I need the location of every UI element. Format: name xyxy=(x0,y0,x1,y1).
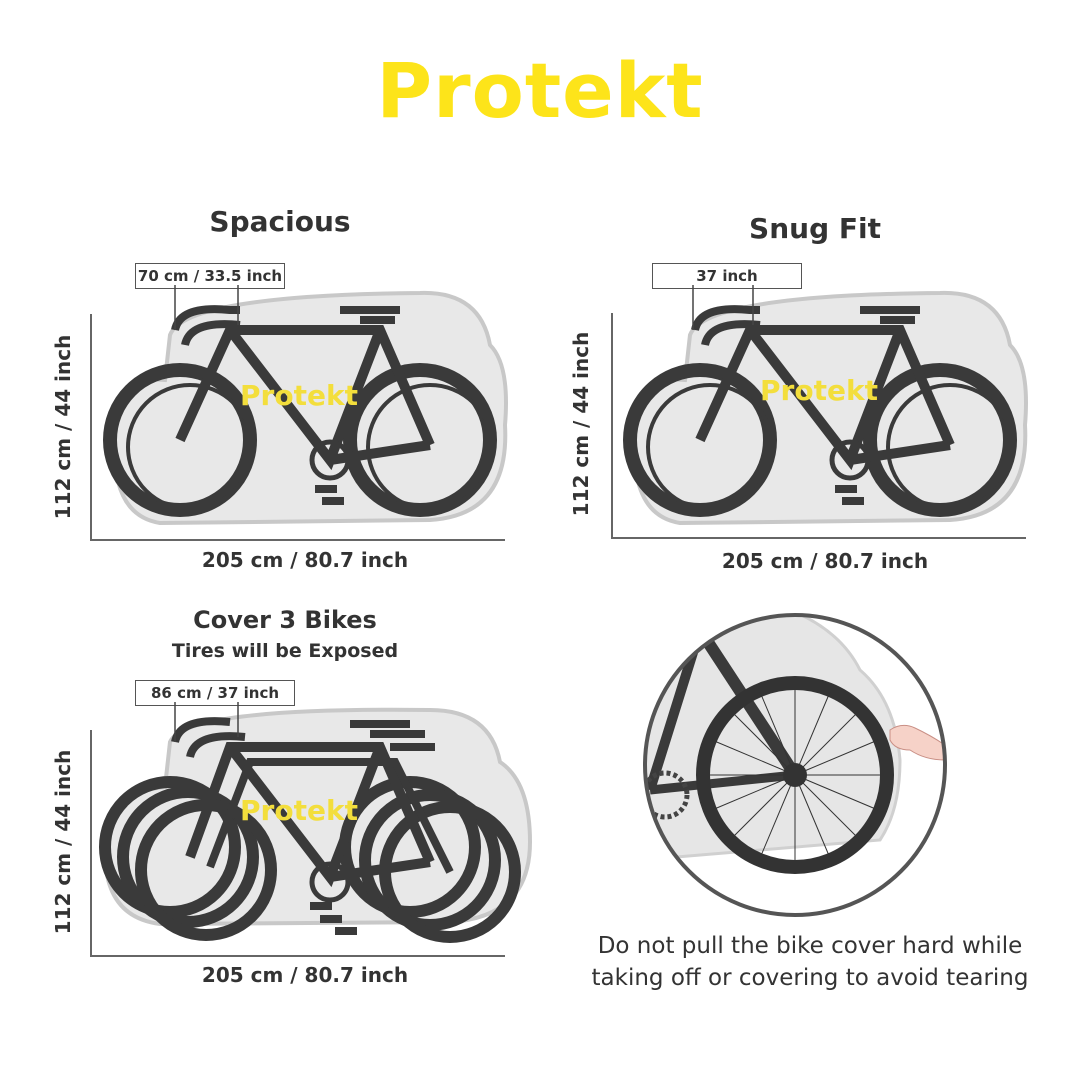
width-dimension: 205 cm / 80.7 inch xyxy=(201,548,409,572)
panel-title: Cover 3 Bikes xyxy=(193,606,377,634)
handlebar-width-label: 70 cm / 33.5 inch xyxy=(135,263,285,289)
watermark: Protekt xyxy=(240,794,358,827)
height-dimension: 112 cm / 44 inch xyxy=(51,749,75,935)
warning-illustration xyxy=(643,613,947,917)
warning-caption-line-2: taking off or covering to avoid tearing xyxy=(591,965,1029,991)
bike-cover-illustration: Protekt xyxy=(99,702,533,943)
handlebar-width-label: 86 cm / 37 inch xyxy=(135,680,295,706)
height-axis xyxy=(90,730,92,956)
width-dimension: 205 cm / 80.7 inch xyxy=(721,549,929,573)
warning-caption: Do not pull the bike cover hard while ta… xyxy=(560,930,1060,994)
height-dimension: 112 cm / 44 inch xyxy=(51,334,75,520)
watermark: Protekt xyxy=(240,379,358,412)
panel-title: Snug Fit xyxy=(749,212,881,245)
height-axis xyxy=(90,314,92,540)
height-axis xyxy=(611,313,613,539)
width-dimension: 205 cm / 80.7 inch xyxy=(201,963,409,987)
width-axis xyxy=(90,539,505,541)
warning-caption-line-1: Do not pull the bike cover hard while xyxy=(597,933,1023,959)
panel-title: Spacious xyxy=(209,205,351,238)
width-axis xyxy=(611,537,1026,539)
bike-cover-illustration: Protekt xyxy=(103,285,508,526)
brand-logo: Protekt xyxy=(376,46,704,135)
bike-cover-illustration: Protekt xyxy=(623,285,1028,526)
panel-subtitle: Tires will be Exposed xyxy=(171,640,399,662)
width-axis xyxy=(90,955,505,957)
height-dimension: 112 cm / 44 inch xyxy=(569,331,593,517)
handlebar-width-label: 37 inch xyxy=(652,263,802,289)
watermark: Protekt xyxy=(760,374,878,407)
